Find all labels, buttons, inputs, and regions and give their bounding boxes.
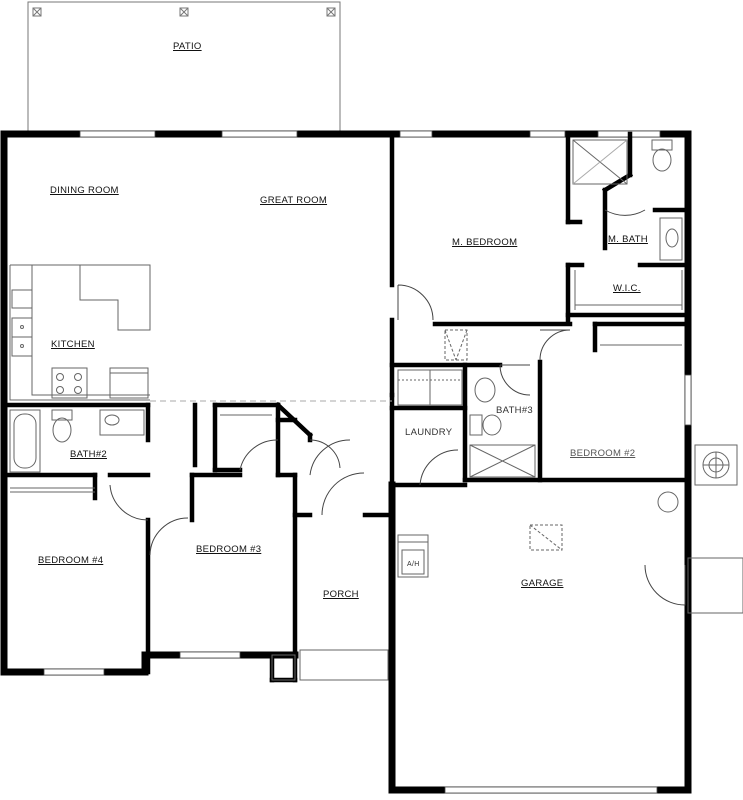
bedroom3-label: BEDROOM #3	[196, 544, 262, 555]
air-handler-label: A/H	[407, 561, 420, 568]
wic-label: W.I.C.	[613, 283, 641, 294]
patio	[27, 1, 341, 135]
windows	[43, 130, 692, 794]
bedroom2-label: BEDROOM #2	[570, 448, 636, 459]
patio-post-icon	[326, 7, 336, 17]
exterior-walls	[0, 130, 692, 794]
bedroom4-label: BEDROOM #4	[38, 555, 104, 566]
patio-post-icon	[32, 7, 42, 17]
porch-label: PORCH	[323, 589, 359, 600]
dining-room-label: DINING ROOM	[50, 185, 119, 196]
patio-label: PATIO	[173, 41, 202, 52]
bath2-label: BATH#2	[70, 449, 107, 460]
laundry-label: LAUNDRY	[405, 427, 453, 438]
master-bedroom-label: M. BEDROOM	[452, 237, 518, 248]
great-room-label: GREAT ROOM	[260, 195, 328, 206]
interior-walls	[1, 131, 691, 683]
thin-details	[9, 139, 743, 681]
doors	[109, 209, 686, 606]
kitchen-label: KITCHEN	[51, 339, 95, 350]
garage-label: GARAGE	[521, 578, 564, 589]
master-bath-label: M. BATH	[608, 234, 648, 245]
patio-post-icon	[179, 7, 189, 17]
bath3-label: BATH#3	[496, 405, 533, 416]
